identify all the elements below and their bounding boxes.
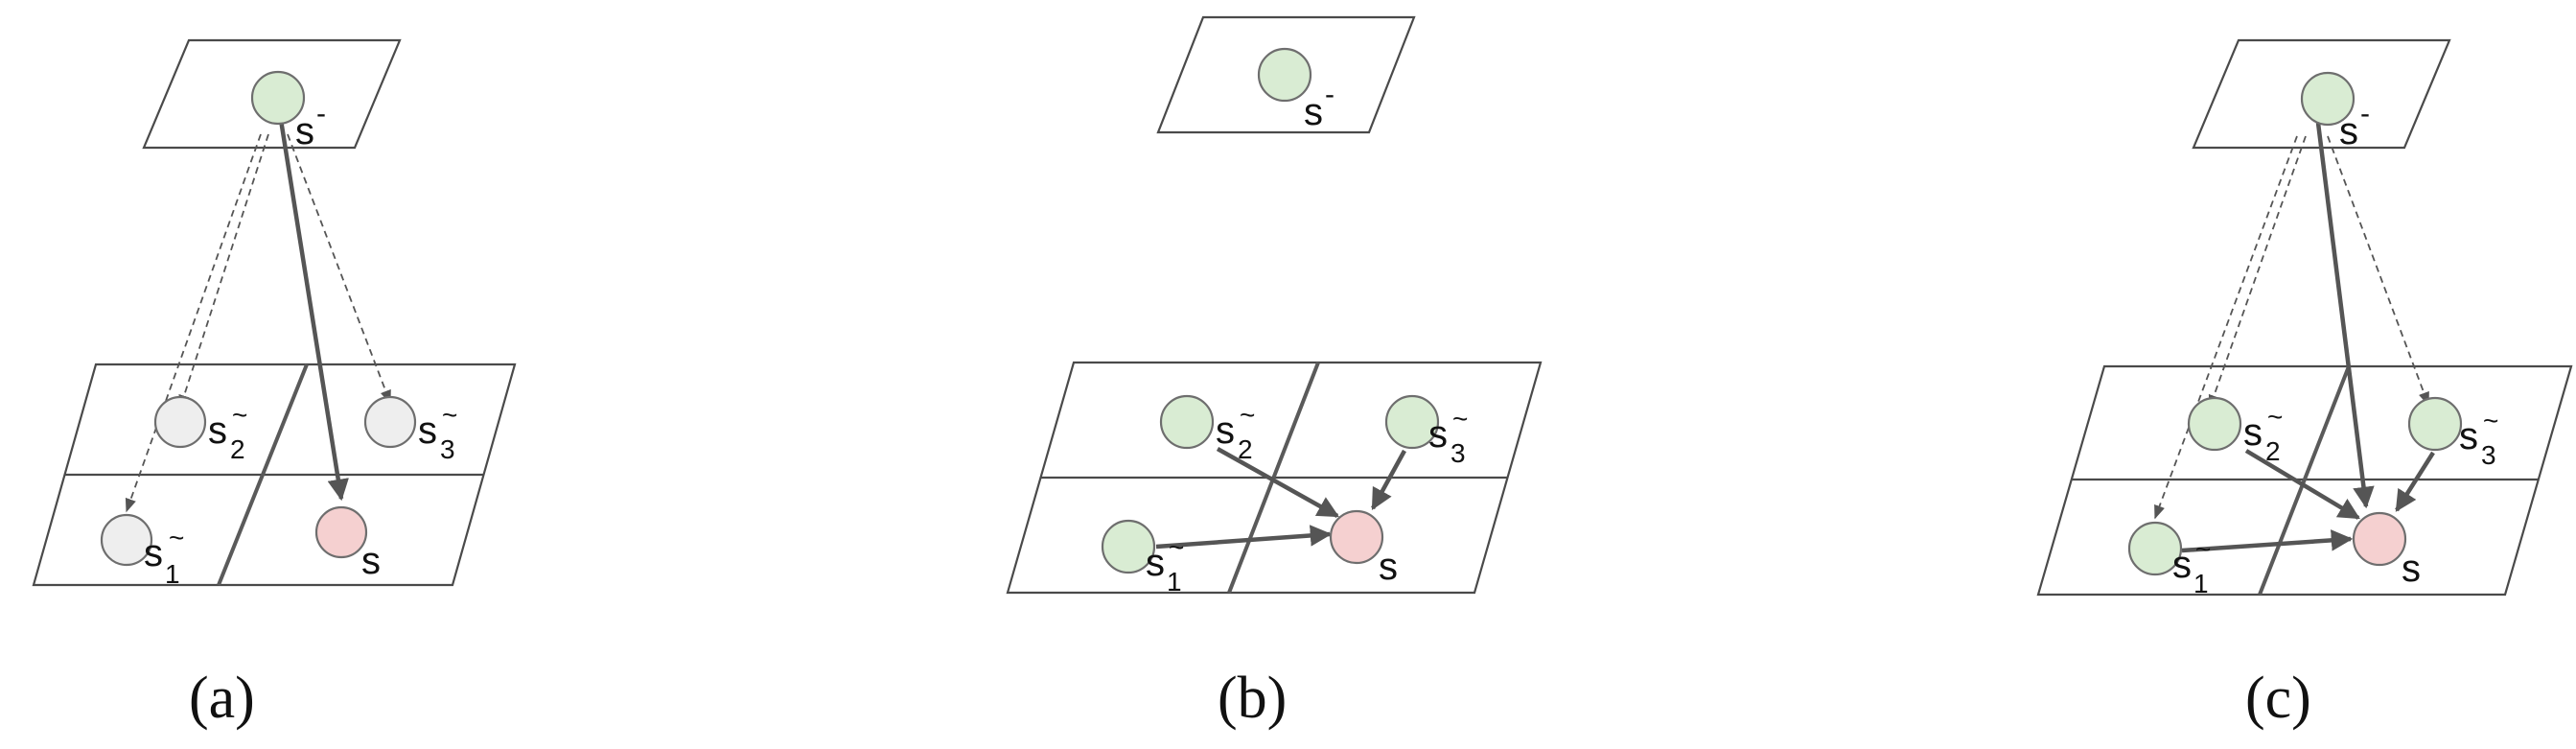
label-s-minus-sup: - bbox=[316, 98, 326, 129]
label-s3-sub: 3 bbox=[2481, 440, 2496, 470]
label-s2-sub: 2 bbox=[230, 434, 245, 464]
label-s1-base: s bbox=[1146, 542, 1165, 584]
label-s2-base: s bbox=[1216, 410, 1235, 452]
node-s3-tilde bbox=[2407, 396, 2463, 452]
label-s2-accent: ~ bbox=[232, 400, 247, 430]
node-s-minus bbox=[2300, 71, 2356, 127]
label-s2-accent: ~ bbox=[1240, 400, 1255, 430]
label-s1-accent: ~ bbox=[2195, 534, 2211, 564]
label-s3-sub: 3 bbox=[440, 434, 455, 464]
grid-vertical-line bbox=[2258, 365, 2351, 596]
panel-b: s - s 2 ~ s 3 ~ s 1 ~ s (b) bbox=[1006, 15, 1543, 731]
label-s3-base: s bbox=[1428, 413, 1448, 456]
arrow-s2-to-s bbox=[1216, 447, 1339, 518]
label-s1-accent: ~ bbox=[169, 523, 184, 552]
label-s2-base: s bbox=[208, 410, 227, 452]
arrow-s3-to-s bbox=[2395, 451, 2435, 512]
dashed-arrow-top-to-s2 bbox=[2208, 135, 2307, 410]
label-s2-accent: ~ bbox=[2267, 402, 2283, 432]
label-s3-base: s bbox=[2459, 415, 2478, 457]
label-s2-sub: 2 bbox=[2265, 436, 2281, 466]
node-s2-tilde bbox=[2187, 396, 2242, 452]
node-s1-tilde bbox=[100, 513, 153, 567]
arrow-top-to-s bbox=[278, 119, 349, 502]
label-s-minus-sup: - bbox=[2360, 98, 2370, 129]
grid-vertical-line bbox=[217, 363, 309, 586]
node-s bbox=[2352, 511, 2407, 567]
label-s-minus: s bbox=[295, 110, 314, 152]
label-s1-base: s bbox=[144, 532, 163, 574]
grid-vertical-line bbox=[1227, 362, 1320, 594]
arrow-s1-to-s bbox=[1155, 525, 1333, 550]
node-s bbox=[314, 505, 368, 559]
label-s3-sub: 3 bbox=[1450, 438, 1466, 468]
node-s3-tilde bbox=[1384, 394, 1440, 450]
dashed-arrow-top-to-s1 bbox=[2154, 135, 2298, 520]
caption-b: (b) bbox=[1218, 666, 1287, 731]
label-s1-base: s bbox=[2172, 544, 2192, 586]
arrow-s2-to-s bbox=[2244, 449, 2360, 520]
caption-c: (c) bbox=[2245, 666, 2311, 731]
label-s: s bbox=[1379, 546, 1398, 588]
node-s-minus bbox=[250, 70, 306, 126]
node-s-minus bbox=[1257, 47, 1312, 103]
label-s: s bbox=[2402, 548, 2421, 590]
label-s2-base: s bbox=[2243, 411, 2263, 454]
label-s1-accent: ~ bbox=[1169, 532, 1184, 562]
arrow-top-to-s bbox=[2315, 122, 2375, 509]
label-s3-accent: ~ bbox=[442, 400, 457, 430]
label-s-minus: s bbox=[1304, 91, 1323, 133]
label-s-minus-sup: - bbox=[1325, 79, 1334, 110]
label-s1-sub: 1 bbox=[2193, 569, 2209, 598]
dashed-arrow-top-to-s3 bbox=[287, 133, 391, 405]
label-s-minus: s bbox=[2339, 110, 2358, 152]
label-s1-sub: 1 bbox=[165, 559, 180, 589]
label-s1-sub: 1 bbox=[1167, 567, 1182, 597]
label-s3-accent: ~ bbox=[1452, 404, 1468, 433]
caption-a: (a) bbox=[189, 666, 255, 731]
arrow-s3-to-s bbox=[1371, 449, 1406, 510]
node-s1-tilde bbox=[2127, 521, 2183, 576]
arrow-s1-to-s bbox=[2181, 529, 2354, 553]
dashed-arrow-top-to-s3 bbox=[2327, 135, 2429, 407]
label-s2-sub: 2 bbox=[1238, 434, 1253, 464]
panel-c: s - s 2 ~ s 3 ~ s 1 ~ s (c) bbox=[2036, 38, 2573, 731]
label-s3-base: s bbox=[418, 410, 437, 452]
node-s bbox=[1329, 509, 1384, 565]
label-s3-accent: ~ bbox=[2483, 406, 2498, 435]
node-s2-tilde bbox=[1159, 394, 1215, 450]
dashed-arrow-top-to-s2 bbox=[178, 133, 269, 410]
panel-a: s - s 2 ~ s 3 ~ s 1 ~ s (a) bbox=[32, 38, 517, 731]
label-s: s bbox=[361, 540, 381, 582]
node-s2-tilde bbox=[153, 395, 207, 449]
node-s3-tilde bbox=[363, 395, 417, 449]
dashed-arrow-top-to-s1 bbox=[125, 133, 262, 513]
node-s1-tilde bbox=[1101, 519, 1156, 574]
